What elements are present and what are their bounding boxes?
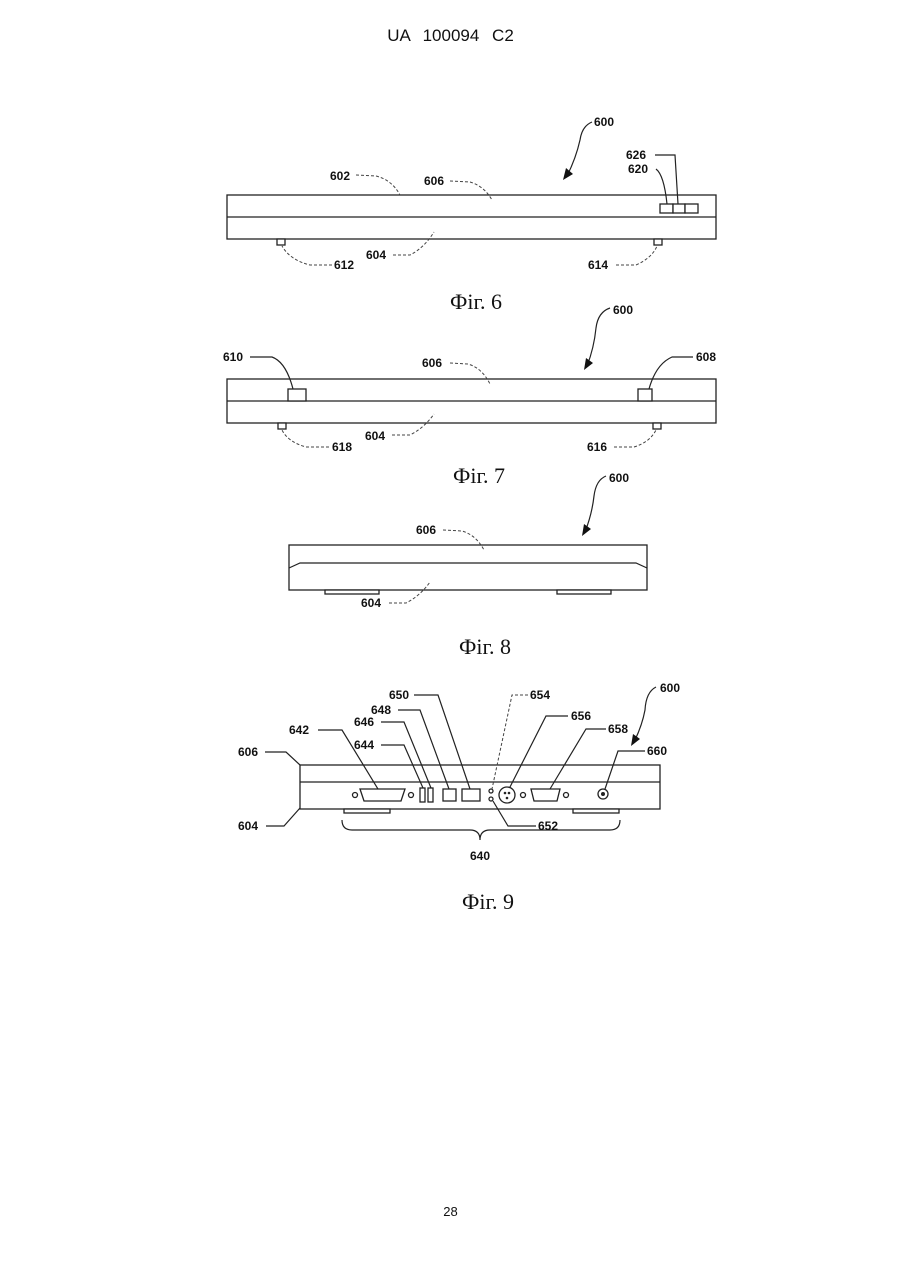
arrowhead-600: [584, 358, 593, 370]
ref-658: 658: [608, 722, 628, 736]
screw-left: [353, 793, 358, 798]
connector-656-round: [499, 787, 515, 803]
figure-9: 650 654 600 648 656 642 646 658 644 606 …: [238, 681, 680, 914]
ref-650: 650: [389, 688, 409, 702]
button-626a: [673, 204, 685, 213]
ref-604: 604: [361, 596, 381, 610]
ref-626: 626: [626, 148, 646, 162]
screw-mid: [521, 793, 526, 798]
foot-616: [653, 423, 661, 429]
ref-610: 610: [223, 350, 243, 364]
port-648: [443, 789, 456, 801]
foot-left: [325, 590, 379, 594]
foot-614: [654, 239, 662, 245]
leader-600: [567, 122, 592, 176]
connector-658-db15: [531, 789, 560, 801]
figure-7: 600 610 606 608 604 618 616 Фіг. 7: [223, 303, 716, 488]
ref-612: 612: [334, 258, 354, 272]
arrowhead-600: [582, 524, 591, 536]
led-654: [489, 789, 493, 793]
leader-614: [616, 246, 657, 265]
ref-654: 654: [530, 688, 550, 702]
ref-648: 648: [371, 703, 391, 717]
pin-icon: [506, 797, 509, 800]
caption-fig-9: Фіг. 9: [462, 889, 514, 914]
ref-606: 606: [422, 356, 442, 370]
device-body-side: [289, 545, 647, 590]
arrowhead-600: [631, 734, 640, 746]
ref-660: 660: [647, 744, 667, 758]
leader-602: [356, 175, 400, 195]
pin-icon: [504, 792, 507, 795]
ref-608: 608: [696, 350, 716, 364]
caption-fig-8: Фіг. 8: [459, 634, 511, 659]
ref-616: 616: [587, 440, 607, 454]
leader-600: [587, 308, 610, 366]
ref-600: 600: [613, 303, 633, 317]
ref-602: 602: [330, 169, 350, 183]
page-number: 28: [0, 1204, 901, 1219]
figure-6: 600 626 620 602 606 604 612 614 Фіг. 6: [227, 115, 716, 314]
bracket-640: [342, 820, 620, 840]
caption-fig-6: Фіг. 6: [450, 289, 502, 314]
leader-600: [585, 476, 606, 532]
button-620: [660, 204, 673, 213]
power-jack-center: [601, 792, 605, 796]
usb-port-646: [428, 788, 433, 802]
screw-left-2: [409, 793, 414, 798]
connector-642-db25: [360, 789, 405, 801]
leader-600: [634, 687, 656, 742]
part-610: [288, 389, 306, 401]
leader-618: [282, 430, 329, 447]
foot-612: [277, 239, 285, 245]
leader-616: [614, 430, 656, 447]
ref-604: 604: [366, 248, 386, 262]
ref-614: 614: [588, 258, 608, 272]
ref-618: 618: [332, 440, 352, 454]
port-650: [462, 789, 480, 801]
pin-icon: [508, 792, 511, 795]
leader-604: [266, 808, 300, 826]
leader-606: [265, 752, 300, 765]
figure-8: 600 606 604 Фіг. 8: [289, 471, 647, 659]
button-626b: [685, 204, 698, 213]
ref-606: 606: [424, 174, 444, 188]
ref-620: 620: [628, 162, 648, 176]
ref-600: 600: [594, 115, 614, 129]
ref-604: 604: [238, 819, 258, 833]
led-652: [489, 797, 493, 801]
ref-656: 656: [571, 709, 591, 723]
ref-652: 652: [538, 819, 558, 833]
ref-604: 604: [365, 429, 385, 443]
foot-618: [278, 423, 286, 429]
ref-600: 600: [660, 681, 680, 695]
ref-644: 644: [354, 738, 374, 752]
leader-612: [282, 246, 332, 265]
ref-640: 640: [470, 849, 490, 863]
arrowhead-600: [563, 168, 573, 180]
foot-left: [344, 809, 390, 813]
ref-606: 606: [416, 523, 436, 537]
foot-right: [557, 590, 611, 594]
screw-mid-2: [564, 793, 569, 798]
ref-646: 646: [354, 715, 374, 729]
ref-606: 606: [238, 745, 258, 759]
foot-right: [573, 809, 619, 813]
part-608: [638, 389, 652, 401]
usb-port-644: [420, 788, 425, 802]
ref-642: 642: [289, 723, 309, 737]
caption-fig-7: Фіг. 7: [453, 463, 505, 488]
ref-600: 600: [609, 471, 629, 485]
